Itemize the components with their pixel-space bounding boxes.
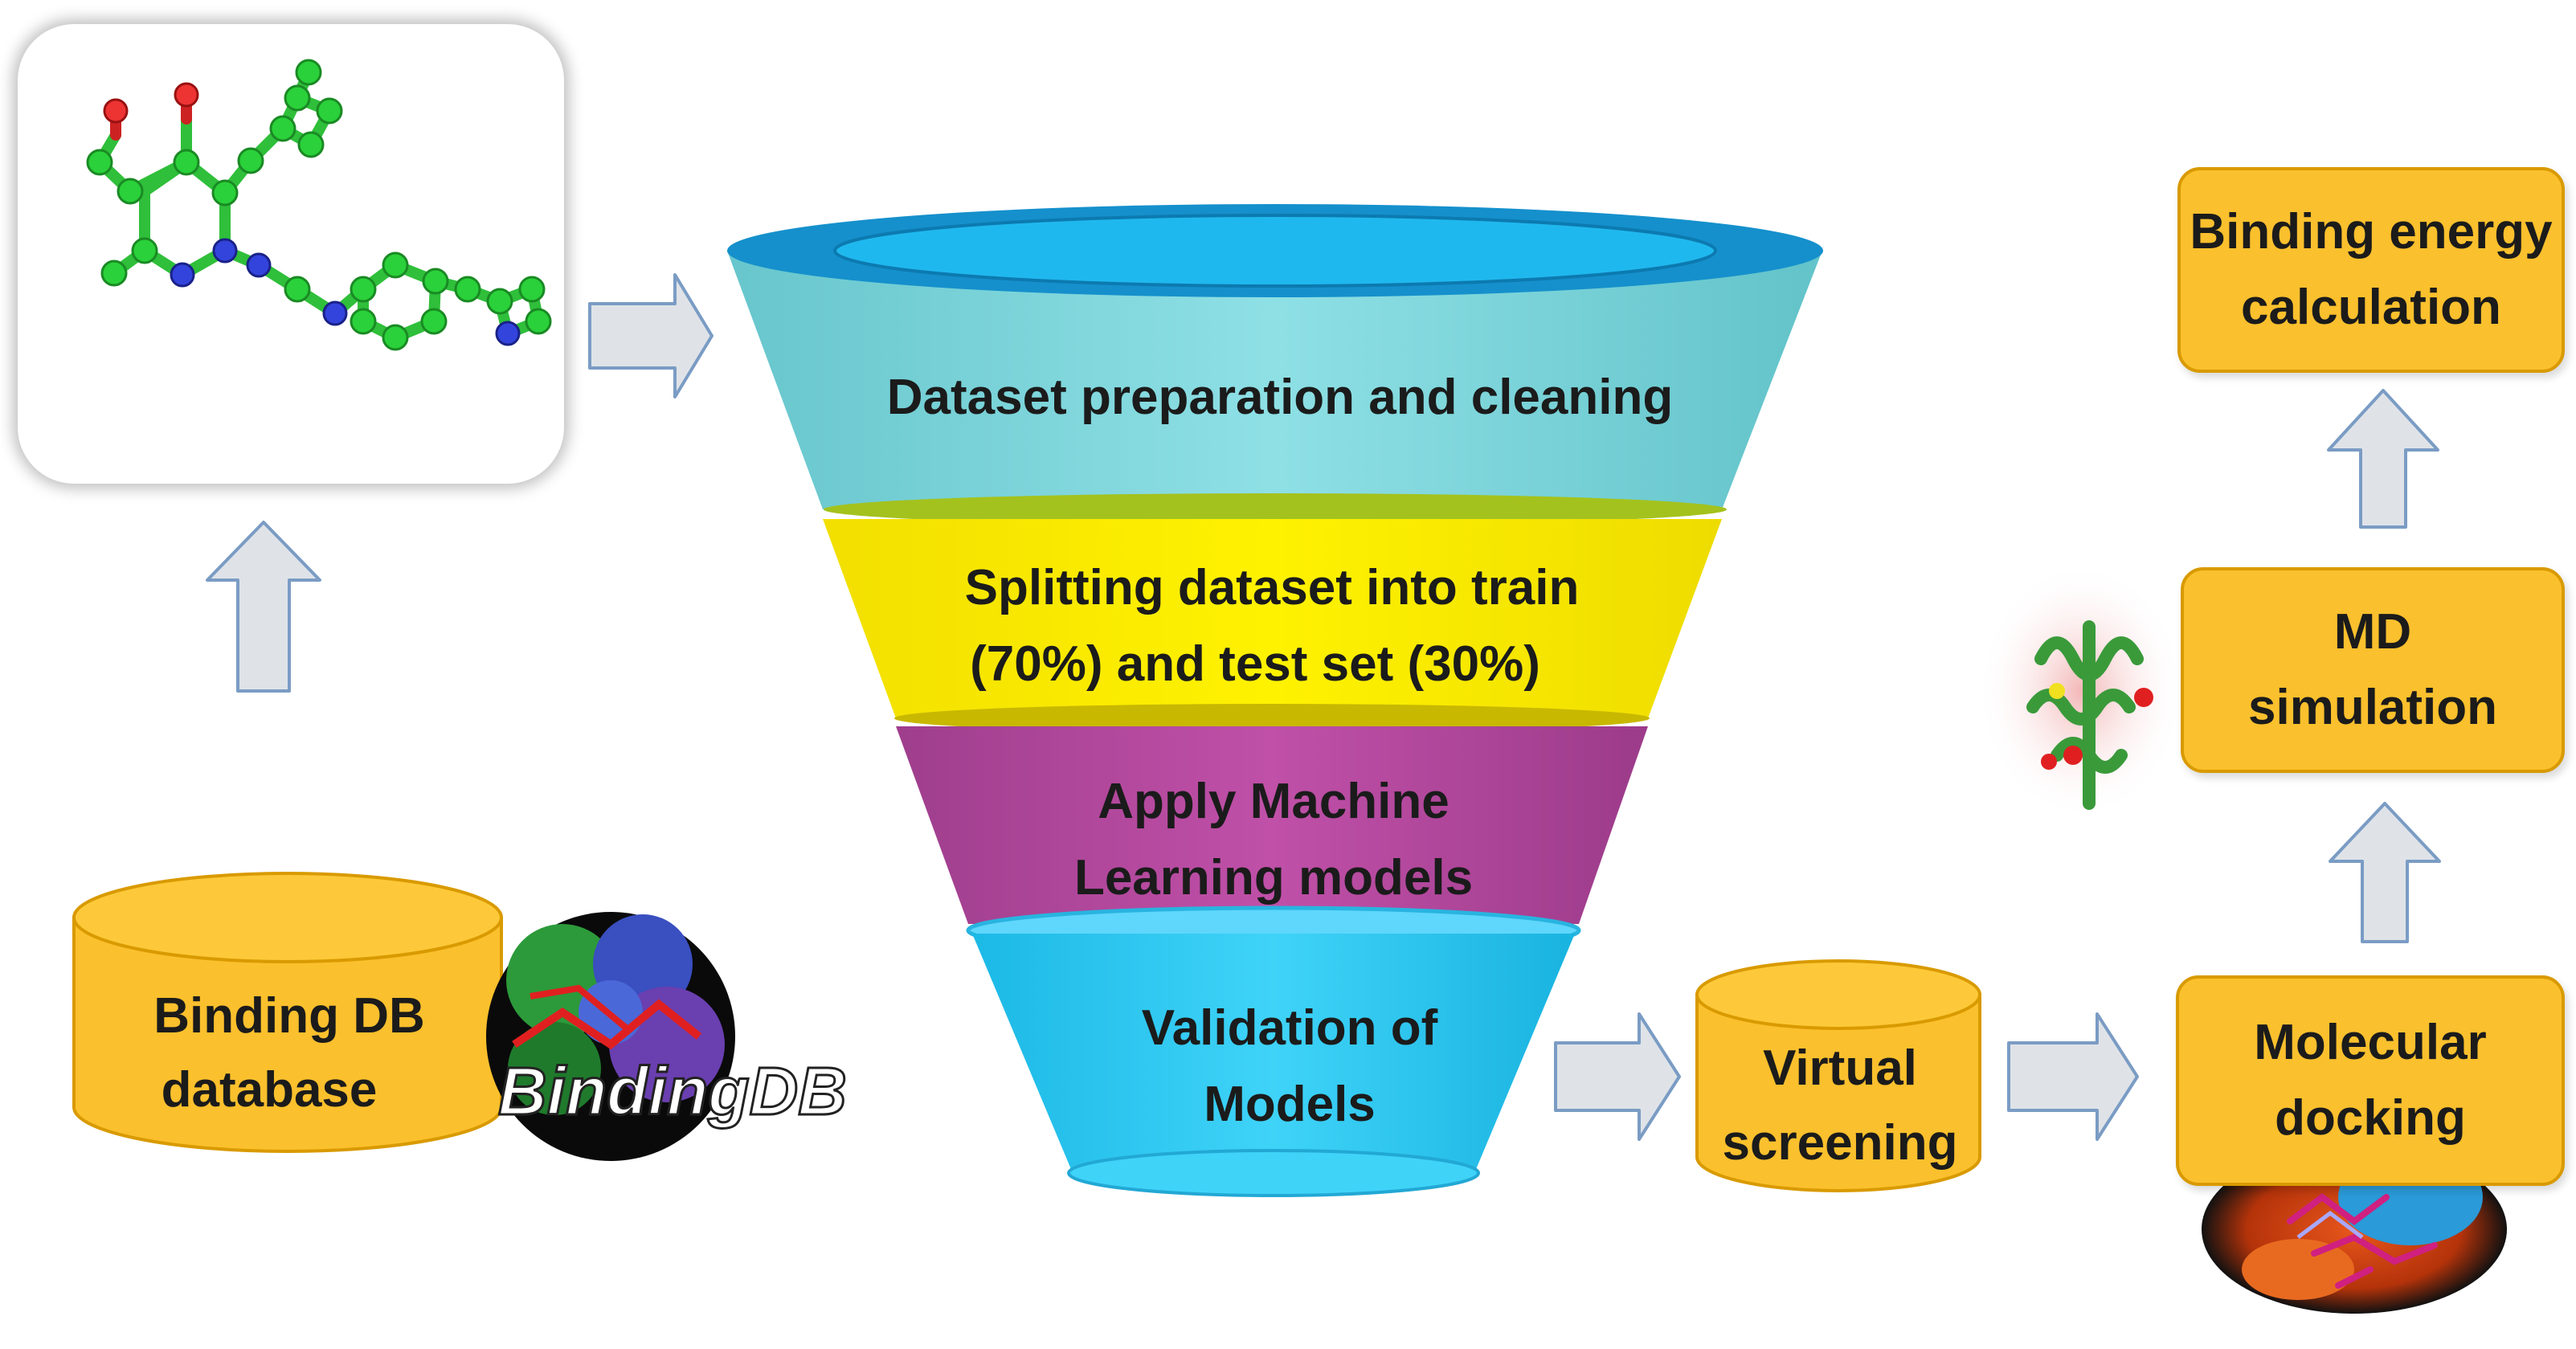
db-label-line1: Binding DB bbox=[153, 988, 425, 1044]
md-label-line1: MD bbox=[2333, 604, 2412, 660]
funnel-stage-validation bbox=[972, 934, 1575, 1173]
funnel: Dataset preparation and cleaning Splitti… bbox=[727, 204, 1823, 1197]
binding-energy-box: Binding energy calculation bbox=[2177, 167, 2565, 373]
right-arrow-icon bbox=[1554, 1012, 1681, 1141]
funnel-bottom bbox=[1067, 1149, 1480, 1197]
bindingdb-logo-text: BindingDB bbox=[498, 1053, 847, 1129]
funnel-stage-dataset-preparation bbox=[727, 251, 1822, 509]
md-label-line2: simulation bbox=[2247, 680, 2498, 735]
energy-label-line2: calculation bbox=[2241, 280, 2501, 335]
molecule-card bbox=[18, 24, 564, 484]
md-simulation-box: MD simulation bbox=[2181, 567, 2565, 773]
stage2-label-line2: (70%) and test set (30%) bbox=[970, 636, 1540, 692]
funnel-stage-apply-ml bbox=[896, 726, 1648, 924]
docking-label-line2: docking bbox=[2275, 1090, 2466, 1146]
stage1-label: Dataset preparation and cleaning bbox=[887, 370, 1673, 425]
funnel-opening bbox=[833, 214, 1717, 288]
binding-db-cylinder: Binding DB database bbox=[72, 872, 503, 1153]
funnel-divider bbox=[894, 704, 1650, 733]
docking-label-line1: Molecular bbox=[2254, 1015, 2487, 1070]
virtual-label-line2: screening bbox=[1723, 1115, 1958, 1171]
funnel-divider bbox=[824, 493, 1727, 525]
molecular-docking-box: Molecular docking bbox=[2176, 975, 2565, 1186]
virtual-screening-cylinder: Virtual screening bbox=[1695, 959, 1981, 1192]
funnel-stage-splitting-dataset bbox=[823, 519, 1722, 718]
db-label-line2: database bbox=[162, 1062, 378, 1118]
energy-label-line1: Binding energy bbox=[2190, 204, 2553, 260]
stage2-label-line1: Splitting dataset into train bbox=[965, 560, 1580, 615]
up-arrow-icon bbox=[2327, 389, 2439, 529]
stage3-label-line1: Apply Machine bbox=[1098, 774, 1450, 829]
stage3-label-line2: Learning models bbox=[1074, 850, 1473, 905]
stage4-label-line2: Models bbox=[1204, 1077, 1376, 1132]
virtual-label-line1: Virtual bbox=[1763, 1040, 1917, 1096]
stage4-label-line1: Validation of bbox=[1142, 1000, 1438, 1056]
right-arrow-icon bbox=[588, 273, 714, 399]
bindingdb-logo-icon: BindingDB bbox=[486, 912, 848, 1161]
up-arrow-icon bbox=[2329, 802, 2441, 943]
up-arrow-icon bbox=[206, 521, 321, 693]
right-arrow-icon bbox=[2007, 1012, 2139, 1141]
molecule-structure-icon bbox=[86, 59, 552, 351]
protein-structure-icon bbox=[1977, 562, 2186, 820]
